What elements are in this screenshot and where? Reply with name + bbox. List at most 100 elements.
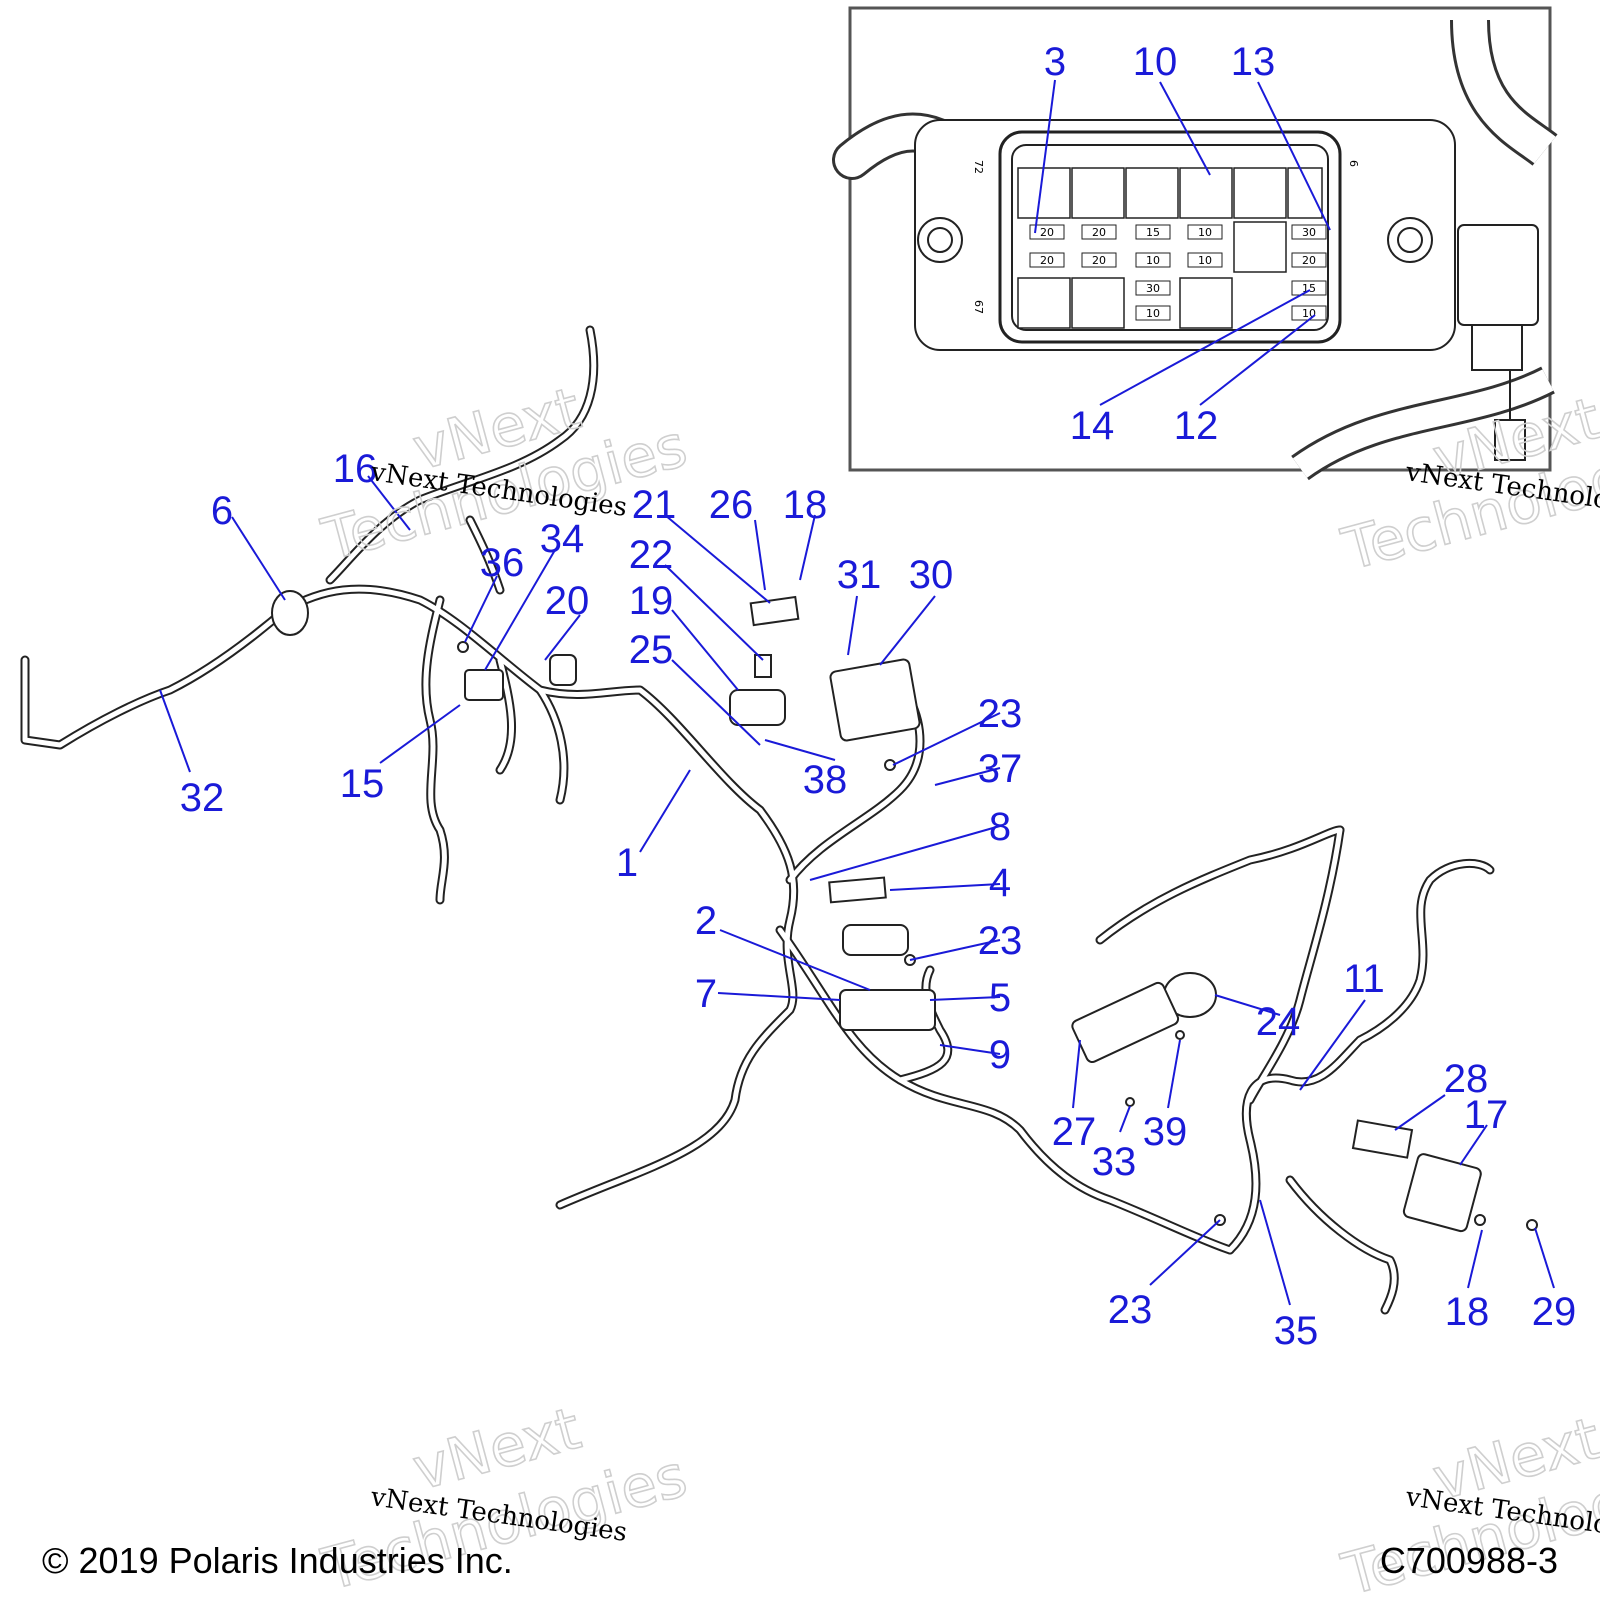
callout-18: 18 xyxy=(1445,1290,1490,1334)
callout-28: 28 xyxy=(1444,1057,1489,1101)
bolt-18 xyxy=(1474,1214,1486,1226)
wiring-harness xyxy=(20,325,1495,1315)
module-2 xyxy=(842,924,909,956)
callout-26: 26 xyxy=(709,483,754,527)
callout-3: 3 xyxy=(1044,40,1066,84)
svg-text:20: 20 xyxy=(1092,226,1106,239)
bracket-28 xyxy=(1351,1119,1414,1159)
callout-36: 36 xyxy=(480,541,525,585)
callout-23: 23 xyxy=(978,692,1023,736)
callout-14: 14 xyxy=(1070,404,1115,448)
callout-13: 13 xyxy=(1231,40,1276,84)
connector-34 xyxy=(464,669,504,701)
svg-text:67: 67 xyxy=(972,300,985,314)
callout-38: 38 xyxy=(803,758,848,802)
fuse-b4: 10 xyxy=(1187,252,1223,268)
fuse-b3: 10 xyxy=(1135,252,1171,268)
relay-19 xyxy=(729,689,786,726)
fuse-box-5 xyxy=(839,989,936,1031)
drawing-number: C700988-3 xyxy=(1379,1540,1558,1581)
fuse-b5: 20 xyxy=(1291,252,1327,268)
callout-24: 24 xyxy=(1256,1000,1301,1044)
fuse-b1: 20 xyxy=(1029,252,1065,268)
callout-15: 15 xyxy=(340,762,385,806)
callout-35: 35 xyxy=(1274,1309,1319,1353)
screw-39 xyxy=(1175,1030,1185,1040)
bolt-29 xyxy=(1526,1219,1538,1231)
svg-text:20: 20 xyxy=(1040,254,1054,267)
callout-1: 1 xyxy=(616,841,638,885)
fuse-a4: 10 xyxy=(1187,224,1223,240)
leader-lines xyxy=(159,79,1555,1306)
callout-30: 30 xyxy=(909,553,954,597)
callout-18: 18 xyxy=(783,483,828,527)
harness-components xyxy=(271,590,1538,1233)
svg-text:72: 72 xyxy=(972,160,985,174)
callout-22: 22 xyxy=(629,533,674,577)
callout-34: 34 xyxy=(540,517,585,561)
fuse-a2: 20 xyxy=(1081,224,1117,240)
callout-labels: 1234567891011121314151617181819202122232… xyxy=(180,40,1577,1353)
fuse-b2: 20 xyxy=(1081,252,1117,268)
bracket-21 xyxy=(749,595,800,627)
svg-text:20: 20 xyxy=(1092,254,1106,267)
fuse-d1: 10 xyxy=(1135,305,1171,321)
callout-16: 16 xyxy=(333,447,378,491)
callout-8: 8 xyxy=(989,805,1011,849)
callout-21: 21 xyxy=(632,483,677,527)
fuse-a3: 15 xyxy=(1135,224,1171,240)
svg-text:10: 10 xyxy=(1198,226,1212,239)
svg-text:10: 10 xyxy=(1146,254,1160,267)
callout-9: 9 xyxy=(989,1033,1011,1077)
clip-22 xyxy=(754,654,772,678)
fuse-c2: 15 xyxy=(1291,280,1327,296)
callout-4: 4 xyxy=(989,861,1011,905)
callout-23: 23 xyxy=(1108,1288,1153,1332)
svg-text:6: 6 xyxy=(1347,160,1360,167)
callout-17: 17 xyxy=(1464,1093,1509,1137)
fuse-box-inset: 20 20 15 10 30 20 20 10 10 20 30 15 10 1… xyxy=(832,6,1558,481)
callout-10: 10 xyxy=(1133,40,1178,84)
callout-6: 6 xyxy=(211,489,233,533)
callout-39: 39 xyxy=(1143,1110,1188,1154)
connector-20 xyxy=(549,654,577,686)
callout-27: 27 xyxy=(1052,1110,1097,1154)
relay-grid xyxy=(1017,167,1323,329)
callout-23: 23 xyxy=(978,919,1023,963)
callout-11: 11 xyxy=(1343,957,1385,1001)
callout-19: 19 xyxy=(629,579,674,623)
fuse-d2: 10 xyxy=(1291,305,1327,321)
svg-text:20: 20 xyxy=(1040,226,1054,239)
copyright-notice: © 2019 Polaris Industries Inc. xyxy=(42,1540,513,1581)
screw-33 xyxy=(1125,1097,1135,1107)
callout-12: 12 xyxy=(1174,404,1219,448)
label-4 xyxy=(828,876,887,904)
nut-36 xyxy=(457,641,469,653)
callout-32: 32 xyxy=(180,776,225,820)
callout-29: 29 xyxy=(1532,1290,1577,1334)
svg-text:15: 15 xyxy=(1146,226,1160,239)
callout-37: 37 xyxy=(978,747,1023,791)
callout-2: 2 xyxy=(695,899,717,943)
svg-text:10: 10 xyxy=(1302,307,1316,320)
ecu-30 xyxy=(829,658,921,742)
svg-text:30: 30 xyxy=(1302,226,1316,239)
callout-25: 25 xyxy=(629,628,674,672)
grommet-6 xyxy=(271,590,309,636)
fuse-labels: 20 20 15 10 30 20 20 10 10 20 30 15 10 1… xyxy=(1029,224,1327,321)
relay-block-27 xyxy=(1071,981,1180,1064)
callout-20: 20 xyxy=(545,579,590,623)
callout-5: 5 xyxy=(989,976,1011,1020)
fuse-a1: 20 xyxy=(1029,224,1065,240)
svg-text:30: 30 xyxy=(1146,282,1160,295)
callout-7: 7 xyxy=(695,972,717,1016)
callout-31: 31 xyxy=(837,553,882,597)
svg-text:20: 20 xyxy=(1302,254,1316,267)
fuse-c1: 30 xyxy=(1135,280,1171,296)
fuse-a5: 30 xyxy=(1291,224,1327,240)
svg-text:10: 10 xyxy=(1146,307,1160,320)
svg-text:10: 10 xyxy=(1198,254,1212,267)
callout-33: 33 xyxy=(1092,1140,1137,1184)
regulator-17 xyxy=(1402,1153,1482,1233)
